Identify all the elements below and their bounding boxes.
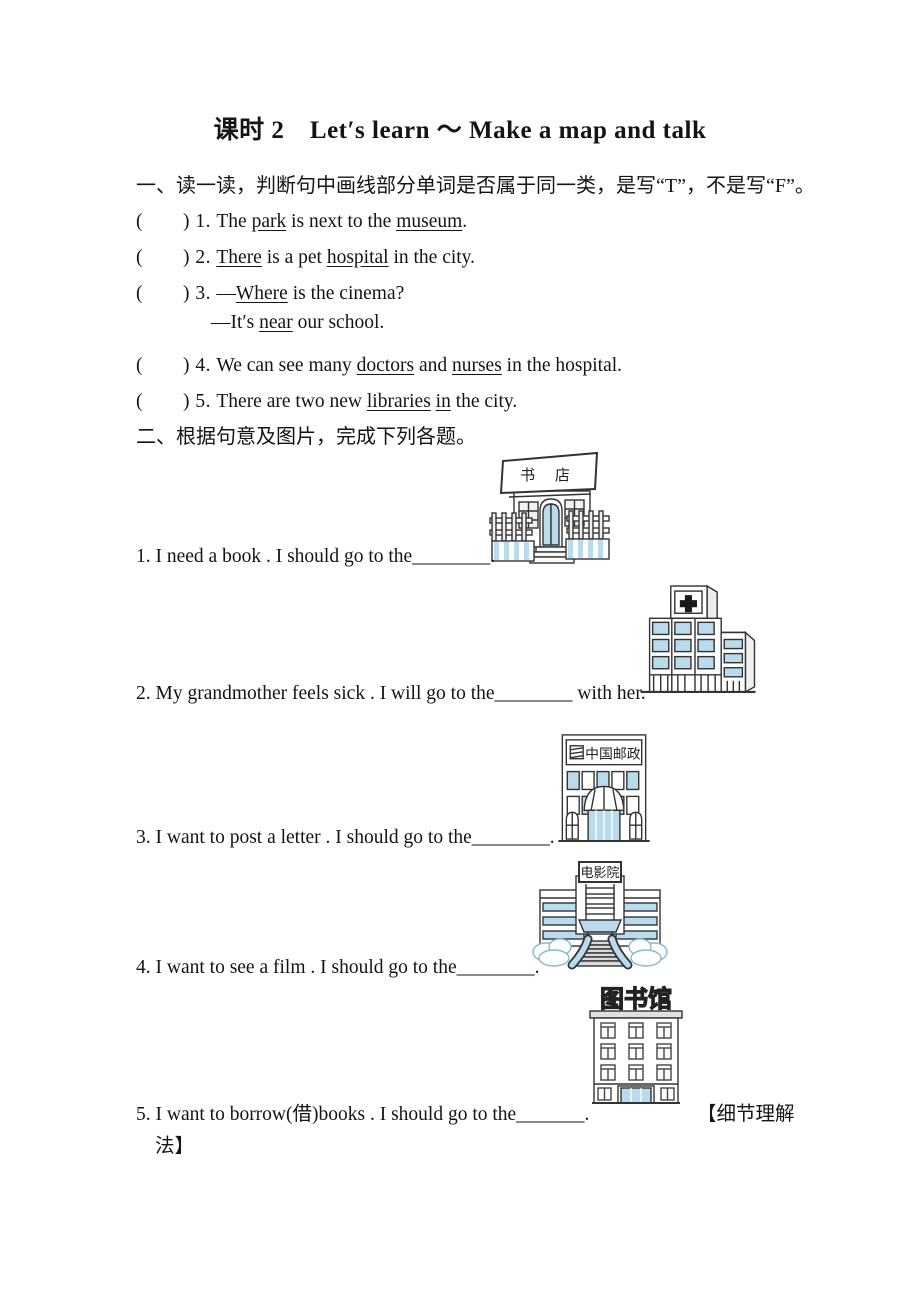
fill-sentence-3: 3. I want to post a letter . I should go…	[136, 827, 555, 848]
fill-sentence-4: 4. I want to see a film . I should go to…	[136, 957, 540, 978]
question-5: ( ) 5. There are two new libraries in th…	[136, 384, 517, 413]
medical-cross-icon	[679, 595, 697, 613]
cinema-illustration: 电影院	[532, 856, 668, 970]
answer-parens: ( ) 2.	[136, 247, 217, 268]
library-illustration: 图书馆	[582, 982, 690, 1105]
question-1: ( ) 1. The park is next to the museum.	[136, 204, 467, 233]
cinema-building	[532, 861, 668, 970]
section2-heading: 二、根据句意及图片，完成下列各题。	[136, 426, 476, 448]
question-2: ( ) 2. There is a pet hospital in the ci…	[136, 240, 475, 269]
hospital-building	[640, 584, 756, 694]
fill-sentence-2: 2. My grandmother feels sick . I will go…	[136, 683, 646, 704]
answer-parens: ( ) 1.	[136, 211, 217, 232]
fill-sentence-5: 5. I want to borrow(借)books . I should g…	[136, 1104, 590, 1125]
answer-parens: ( ) 5.	[136, 391, 217, 412]
library-building	[589, 1010, 683, 1104]
page-title: 课时 2 Let′s learn ～ Make a map and talk	[213, 117, 707, 144]
answer-parens: ( ) 4.	[136, 355, 217, 376]
bookstore-sign-text: 书 店	[520, 467, 578, 484]
question-5-text: There are two new libraries in the city.	[216, 391, 518, 412]
bookstore-building	[489, 451, 610, 564]
cinema-sign-text: 电影院	[580, 865, 619, 880]
question-3: ( ) 3. —Where is the cinema?	[136, 276, 404, 305]
question-3-text: —Where is the cinema?	[216, 283, 405, 304]
question-2-text: There is a pet hospital in the city.	[216, 247, 476, 268]
china-post-logo	[569, 745, 584, 760]
post-office-sign-text: 中国邮政	[585, 747, 641, 763]
question-3-reply: —It′s near our school.	[211, 312, 384, 334]
post-office-building	[558, 734, 650, 843]
section1-heading: 一、读一读，判断句中画线部分单词是否属于同一类，是写“T”，不是写“F”。	[136, 175, 815, 197]
fill-sentence-1: 1. I need a book . I should go to the___…	[136, 546, 496, 567]
method-tag-line1: 【细节理解	[697, 1104, 795, 1125]
post-office-illustration: 中国邮政	[556, 722, 652, 846]
question-1-text: The park is next to the museum.	[216, 211, 468, 232]
method-tag-line2: 法】	[155, 1136, 195, 1157]
question-3-reply-text: —It′s near our school.	[211, 312, 385, 333]
hospital-illustration	[636, 582, 758, 700]
question-4: ( ) 4. We can see many doctors and nurse…	[136, 348, 622, 377]
library-sign-text: 图书馆	[600, 985, 672, 1013]
answer-parens: ( ) 3.	[136, 283, 217, 304]
question-4-text: We can see many doctors and nurses in th…	[216, 355, 623, 376]
bookstore-illustration: 书 店	[487, 449, 612, 565]
